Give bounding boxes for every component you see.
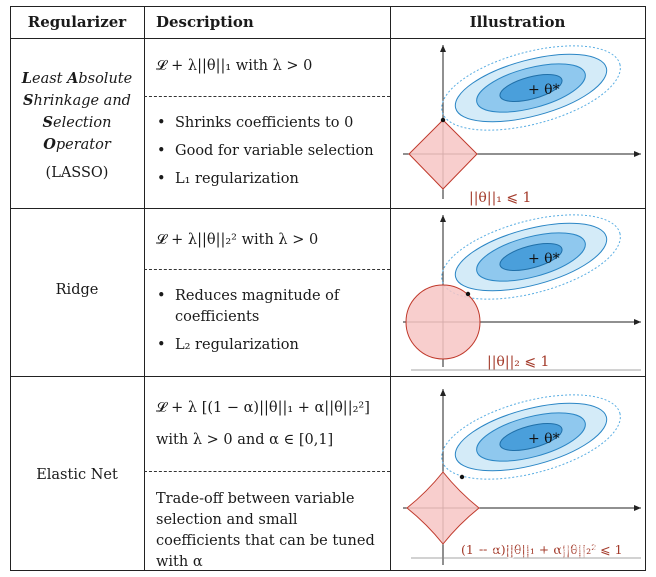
elastic-formula-line1: 𝓛 + λ [(1 − α)||θ||₁ + α||θ||₂²] xyxy=(156,400,370,416)
constraint-label: ||θ||₁ ⩽ 1 xyxy=(469,190,531,206)
dashed-separator xyxy=(144,471,390,472)
elastic-formula-line2: with λ > 0 and α ∈ [0,1] xyxy=(156,432,334,448)
lasso-abbr: (LASSO) xyxy=(45,165,109,181)
header-illustration: Illustration xyxy=(469,13,566,31)
constraint-label: (1 − α)||θ||₁ + α||θ||₂² ⩽ 1 xyxy=(461,542,623,557)
header-bottom-border xyxy=(10,38,646,39)
table-left-border xyxy=(10,6,11,571)
optimum-label: + θ* xyxy=(528,431,560,447)
list-item: Good for variable selection xyxy=(156,141,386,162)
dashed-separator xyxy=(144,96,390,97)
table-top-border xyxy=(10,6,646,7)
solution-point xyxy=(465,291,471,297)
lasso-illustration: + θ* ||θ||₁ ⩽ 1 xyxy=(403,45,641,206)
optimum-label: + θ* xyxy=(528,82,560,98)
list-item: Reduces magnitude of coefficients xyxy=(156,286,382,328)
regularizer-table: Regularizer Description Illustration Lea… xyxy=(10,6,646,571)
row-divider xyxy=(10,208,646,209)
ridge-formula: 𝓛 + λ||θ||₂² with λ > 0 xyxy=(156,232,319,248)
header-description: Description xyxy=(156,13,254,31)
elastic-description: Trade-off between variable selection and… xyxy=(156,491,375,570)
elastic-net-illustration: + θ* (1 − α)||θ||₁ + α||θ||₂² ⩽ 1 知乎 @蜡笔… xyxy=(403,389,641,565)
header-regularizer: Regularizer xyxy=(27,13,127,31)
watermark: 知乎 @蜡笔小新鲁人 xyxy=(471,543,601,560)
list-item: L₂ regularization xyxy=(156,335,382,356)
column-divider xyxy=(390,6,391,571)
row-divider xyxy=(10,376,646,377)
list-item: L₁ regularization xyxy=(156,169,386,190)
constraint-label: ||θ||₂ ⩽ 1 xyxy=(487,354,549,370)
ridge-illustration: + θ* ||θ||₂ ⩽ 1 xyxy=(403,214,641,371)
solution-point xyxy=(459,474,465,480)
ridge-name: Ridge xyxy=(55,282,99,298)
table-bottom-border xyxy=(10,570,646,571)
optimum-label: + θ* xyxy=(528,251,560,267)
column-divider xyxy=(144,6,145,571)
lasso-bullets: Shrinks coefficients to 0 Good for varia… xyxy=(156,113,386,197)
ridge-bullets: Reduces magnitude of coefficients L₂ reg… xyxy=(156,286,382,363)
dashed-separator xyxy=(144,269,390,270)
list-item: Shrinks coefficients to 0 xyxy=(156,113,386,134)
lasso-name: Least Absolute Shrinkage and Selection O… xyxy=(10,68,144,184)
solution-point xyxy=(440,117,446,123)
lasso-formula: 𝓛 + λ||θ||₁ with λ > 0 xyxy=(156,58,313,74)
table-right-border xyxy=(645,6,646,571)
elastic-net-name: Elastic Net xyxy=(36,467,118,483)
